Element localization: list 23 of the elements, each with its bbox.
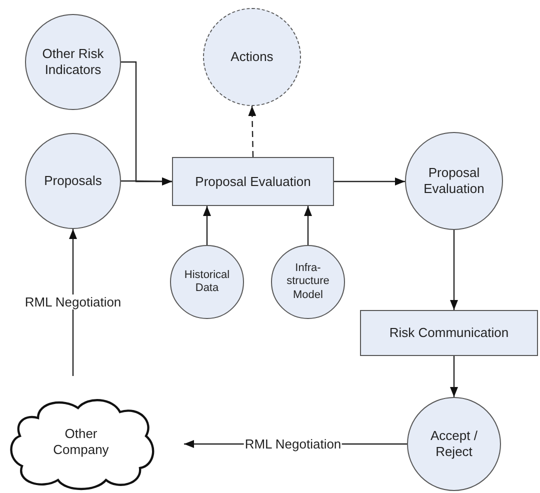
node-label: Other Company [52, 426, 110, 458]
node-label: Proposal Evaluation [194, 174, 312, 190]
node-label: Infra- structure Model [286, 262, 330, 302]
arrow [450, 356, 458, 397]
node-label: Other Risk Indicators [41, 46, 105, 78]
arrow [248, 106, 256, 158]
node-label: Accept / Reject [430, 428, 478, 460]
node-label: Historical Data [183, 268, 231, 296]
node-label: Proposal Evaluation [422, 165, 486, 197]
process-box [172, 157, 334, 206]
arrow [304, 206, 312, 245]
arrow [121, 177, 172, 186]
edge-label: RML Negotiation [24, 294, 122, 310]
arrow [203, 206, 211, 245]
arrow [121, 61, 172, 186]
arrow [334, 178, 405, 186]
arrow [450, 230, 458, 310]
node-label: Risk Communication [388, 325, 510, 341]
arrow [69, 229, 77, 376]
node-label: Actions [230, 49, 274, 65]
edge-label: RML Negotiation [244, 436, 342, 452]
node-label: Proposals [43, 173, 103, 189]
process-box [360, 310, 538, 356]
